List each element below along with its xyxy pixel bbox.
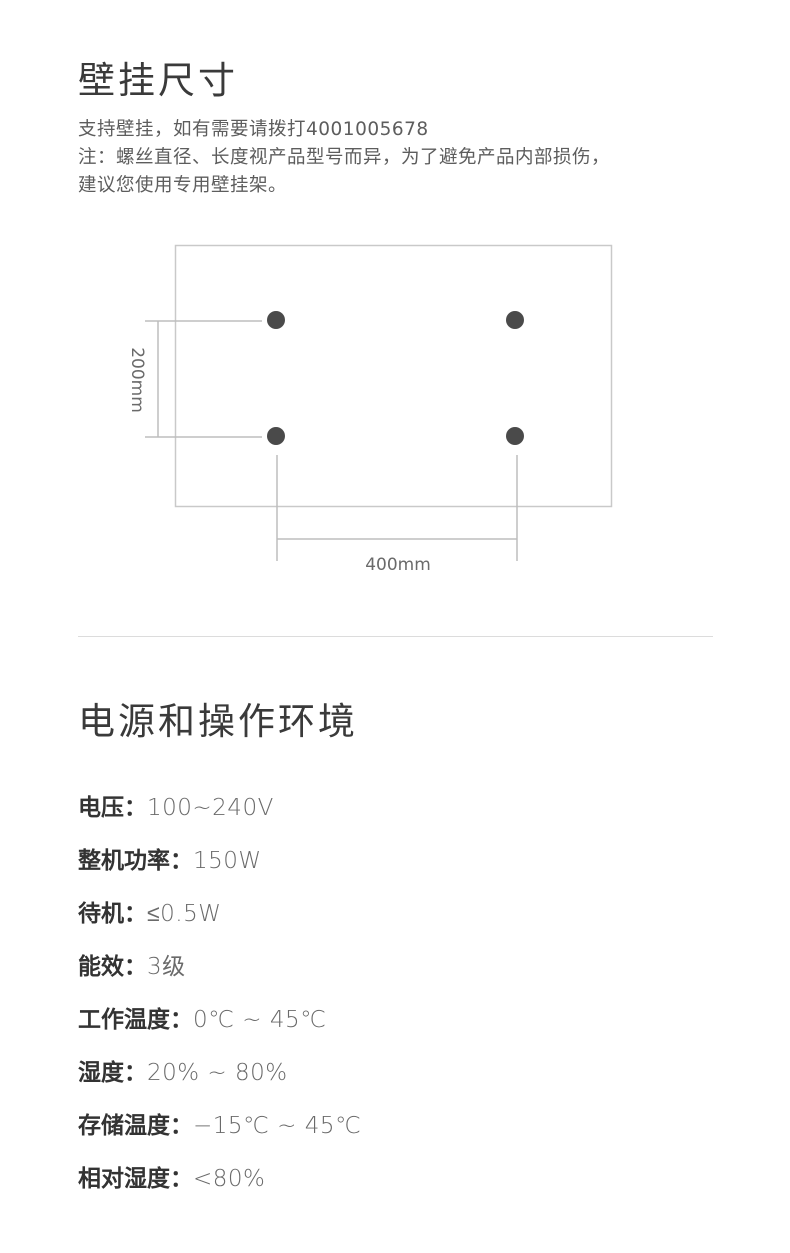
note-line-2: 注：螺丝直径、长度视产品型号而异，为了避免产品内部损伤， (78, 147, 611, 168)
spec-operating-temperature: 工作温度：0℃ ~ 45℃ (78, 1002, 718, 1055)
spec-standby: 待机：≤0.5W (78, 896, 718, 949)
spec-label: 工作温度： (78, 1007, 193, 1033)
spec-value: −15℃ ~ 45℃ (193, 1113, 362, 1139)
mount-hole-top-right (506, 311, 524, 329)
spec-value: ≤0.5W (147, 901, 222, 927)
spec-label: 存储温度： (78, 1113, 193, 1139)
note-line-3: 建议您使用专用壁挂架。 (78, 175, 288, 196)
horizontal-spacing-label: 400mm (365, 555, 431, 575)
spec-relative-humidity: 相对湿度：<80% (78, 1161, 718, 1214)
spec-storage-temperature: 存储温度：−15℃ ~ 45℃ (78, 1108, 718, 1161)
spec-list: 电压：100~240V 整机功率：150W 待机：≤0.5W 能效：3级 工作温… (78, 790, 718, 1214)
spec-voltage: 电压：100~240V (78, 790, 718, 843)
spec-humidity: 湿度：20% ~ 80% (78, 1055, 718, 1108)
spec-label: 相对湿度： (78, 1166, 193, 1192)
spec-value: 100~240V (147, 795, 274, 821)
mount-hole-top-left (267, 311, 285, 329)
spec-label: 湿度： (78, 1060, 147, 1086)
spec-energy-efficiency: 能效：3级 (78, 949, 718, 1002)
spec-label: 能效： (78, 954, 147, 980)
mount-hole-bottom-left (267, 427, 285, 445)
spec-label: 整机功率： (78, 848, 193, 874)
spec-label: 待机： (78, 901, 147, 927)
power-section-title: 电源和操作环境 (78, 700, 358, 743)
wall-mount-title: 壁挂尺寸 (78, 59, 238, 102)
spec-value: 150W (193, 848, 262, 874)
mount-hole-bottom-right (506, 427, 524, 445)
spec-power-consumption: 整机功率：150W (78, 843, 718, 896)
section-divider (78, 636, 713, 637)
wall-mount-note: 支持壁挂，如有需要请拨打4001005678 注：螺丝直径、长度视产品型号而异，… (78, 116, 738, 200)
spec-value: 20% ~ 80% (147, 1060, 288, 1086)
wall-mount-diagram: 200mm 400mm (127, 244, 613, 575)
note-line-1: 支持壁挂，如有需要请拨打4001005678 (78, 119, 429, 140)
spec-value: 0℃ ~ 45℃ (193, 1007, 327, 1033)
spec-value: 3级 (147, 954, 186, 980)
spec-label: 电压： (78, 795, 147, 821)
tv-back-outline (174, 244, 613, 508)
spec-value: <80% (193, 1166, 266, 1192)
vertical-spacing-label: 200mm (127, 347, 147, 413)
